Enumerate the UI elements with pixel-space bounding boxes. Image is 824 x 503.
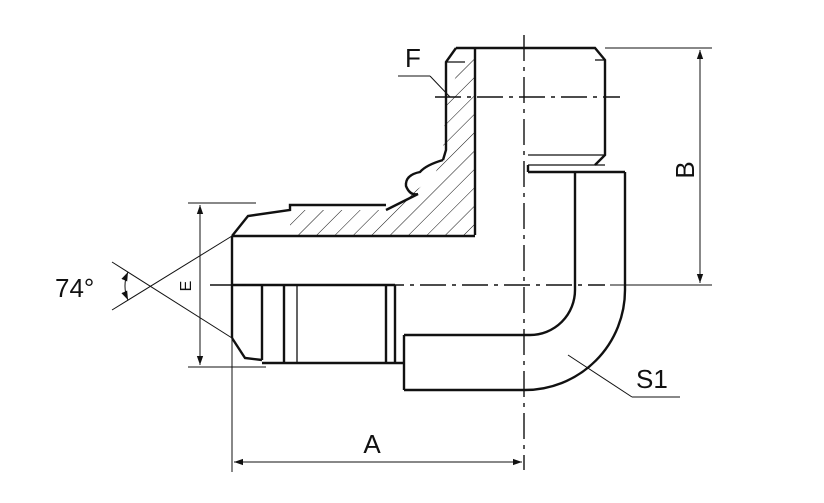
elbow-body: [404, 165, 627, 392]
cone-angle-label: 74°: [55, 273, 94, 303]
dimension-s1-leader: [567, 354, 680, 398]
dimension-f-label: F: [405, 43, 421, 73]
dimension-s1-label: S1: [636, 364, 668, 394]
vertical-port-body: [441, 46, 607, 235]
dimension-f-leader: [398, 75, 451, 98]
dimension-a: [231, 338, 522, 472]
notch-detail: [385, 158, 444, 212]
dimension-b: [605, 47, 712, 286]
dimension-b-label: B: [670, 161, 700, 178]
dimension-e: [188, 202, 266, 368]
dimension-e-label: E: [178, 281, 195, 292]
dimension-a-label: A: [363, 429, 381, 459]
cone-angle-dimension: [111, 235, 233, 339]
section-hatching: [290, 50, 475, 235]
